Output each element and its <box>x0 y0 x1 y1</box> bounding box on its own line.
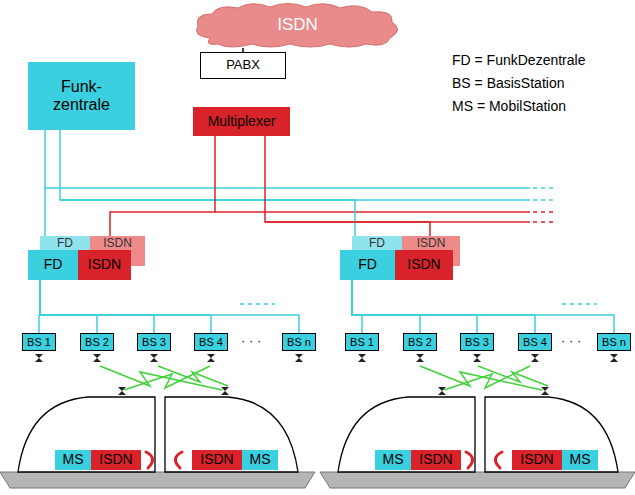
node-label: BS 3 <box>142 336 166 348</box>
mobile-station-box: MS <box>562 450 598 470</box>
bus-connector <box>40 280 97 333</box>
mobile-station-box: MS <box>55 450 91 470</box>
mobile-station-box: MS <box>242 450 278 470</box>
bus-connector <box>40 280 154 333</box>
node-label: Multiplexer <box>208 114 276 129</box>
base-station-box: BS 1 <box>22 333 56 351</box>
radio-links <box>100 366 548 390</box>
isdn-box: ISDN <box>411 450 461 470</box>
bus-extensions <box>45 188 597 304</box>
trains <box>0 397 635 488</box>
isdn-box: ISDN <box>512 450 562 470</box>
bus-connector <box>352 280 477 333</box>
base-station-box: BS 2 <box>80 333 114 351</box>
ellipsis-mark: · · · <box>241 333 261 348</box>
bus-connector <box>352 280 420 333</box>
legend-note: BS = BasisStation <box>452 75 564 91</box>
node-label: FD <box>44 257 63 272</box>
legend-note: MS = MobilStation <box>452 98 566 114</box>
bus-connector <box>60 130 355 250</box>
bus-connector <box>352 280 362 333</box>
radio-central-box: Funk- zentrale <box>28 62 135 130</box>
node-label: BS 4 <box>523 336 547 348</box>
isdn-box: ISDN <box>395 250 453 280</box>
node-label: MS <box>63 452 84 467</box>
legend-note: FD = FunkDezentrale <box>452 52 585 68</box>
node-label: BS 1 <box>350 336 374 348</box>
base-station-box: BS 4 <box>194 333 228 351</box>
node-label: ISDN <box>277 16 318 35</box>
node-label: BS n <box>287 336 311 348</box>
bus-connector <box>352 280 535 333</box>
fd-box: FD <box>28 250 78 280</box>
node-label: PABX <box>226 58 260 72</box>
node-label: ISDN <box>407 257 440 272</box>
antenna-symbols <box>35 354 618 395</box>
base-station-box: BS 3 <box>460 333 494 351</box>
node-label: ISDN <box>103 237 132 250</box>
bus-connector <box>40 280 211 333</box>
node-label: MS <box>570 452 591 467</box>
isdn-box: ISDN <box>78 250 131 280</box>
node-label: MS <box>383 452 404 467</box>
train-body <box>18 397 298 472</box>
base-station-box: BS 3 <box>137 333 171 351</box>
node-label: FD <box>369 237 385 250</box>
node-label: MS <box>250 452 271 467</box>
node-label: Funk- zentrale <box>43 78 121 113</box>
bus-connector <box>110 136 215 250</box>
multiplexer-box: Multiplexer <box>193 107 290 136</box>
base-station-box: BS 1 <box>345 333 379 351</box>
fd-box: FD <box>340 250 395 280</box>
bus-continuation <box>240 188 597 304</box>
train-body <box>338 397 618 472</box>
node-label: ISDN <box>417 237 446 250</box>
node-label: ISDN <box>419 452 452 467</box>
base-station-box: BS 2 <box>403 333 437 351</box>
base-station-box: BS 4 <box>518 333 552 351</box>
isdn-box: ISDN <box>91 450 141 470</box>
cloud: ISDN <box>190 2 405 48</box>
platform <box>320 472 635 488</box>
isdn-box: ISDN <box>192 450 242 470</box>
base-station-box: BS n <box>597 333 631 351</box>
node-label: BS 3 <box>465 336 489 348</box>
node-label: FD <box>358 257 377 272</box>
bus-connector <box>44 130 46 250</box>
node-label: ISDN <box>200 452 233 467</box>
node-label: ISDN <box>99 452 132 467</box>
node-label: BS 1 <box>27 336 51 348</box>
bus-line <box>215 211 530 213</box>
node-label: ISDN <box>88 257 121 272</box>
base-station-box: BS n <box>282 333 316 351</box>
node-label: FD <box>57 237 73 250</box>
mobile-station-box: MS <box>375 450 411 470</box>
pabx-box: PABX <box>200 52 286 79</box>
bus-line <box>45 187 530 189</box>
ellipsis-mark: · · · <box>561 333 581 348</box>
bus-connector <box>40 280 299 333</box>
node-label: BS 4 <box>199 336 223 348</box>
bus-connector <box>352 280 614 333</box>
platform <box>0 472 315 488</box>
node-label: BS n <box>602 336 626 348</box>
node-label: BS 2 <box>408 336 432 348</box>
bus-connector <box>265 136 430 250</box>
node-label: ISDN <box>520 452 553 467</box>
node-label: BS 2 <box>85 336 109 348</box>
